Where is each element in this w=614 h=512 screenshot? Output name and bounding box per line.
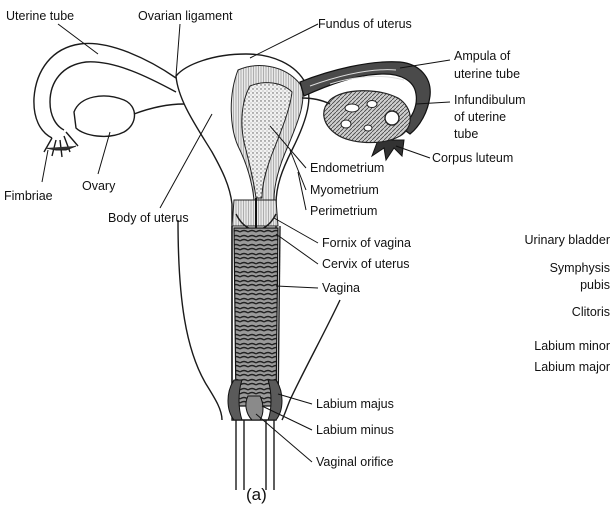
label-vagina: Vagina (322, 281, 360, 295)
side-symphysis-line2: pubis (580, 278, 610, 292)
left-ovary (74, 96, 135, 136)
side-symphysis-line1: Symphysis (550, 261, 610, 275)
right-fimbriae (372, 140, 404, 160)
label-body-of-uterus: Body of uterus (108, 211, 189, 225)
label-ampula-line1: Ampula of (454, 49, 511, 63)
side-clitoris: Clitoris (572, 305, 610, 319)
label-myometrium: Myometrium (310, 183, 379, 197)
vulva-outline (178, 220, 222, 420)
label-labium-minus: Labium minus (316, 423, 394, 437)
side-urinary-bladder: Urinary bladder (525, 233, 610, 247)
label-ovary: Ovary (82, 179, 116, 193)
label-infundibulum-line1: Infundibulum (454, 93, 526, 107)
labium-minus-shape (246, 396, 263, 420)
label-endometrium: Endometrium (310, 161, 384, 175)
left-uterine-tube-inner (50, 62, 176, 130)
side-labium-minor: Labium minor (534, 339, 610, 353)
vagina-wall (234, 228, 278, 406)
side-labium-major: Labium major (534, 360, 610, 374)
left-ovarian-ligament (134, 104, 184, 114)
follicle-1 (345, 104, 359, 112)
label-corpus-luteum: Corpus luteum (432, 151, 513, 165)
follicle-4 (364, 125, 372, 131)
label-uterine-tube: Uterine tube (6, 9, 74, 23)
label-vaginal-orifice: Vaginal orifice (316, 455, 394, 469)
label-ampula-line2: uterine tube (454, 67, 520, 81)
label-cervix-of-uterus: Cervix of uterus (322, 257, 410, 271)
follicle-3 (341, 120, 351, 128)
left-uterine-tube (34, 43, 176, 138)
label-fimbriae: Fimbriae (4, 189, 53, 203)
right-ovarian-ligament (302, 98, 330, 104)
label-infundibulum-line2: of uterine (454, 110, 506, 124)
label-fornix-of-vagina: Fornix of vagina (322, 236, 411, 250)
follicle-2 (367, 101, 377, 108)
label-infundibulum-line3: tube (454, 127, 478, 141)
figure-caption: (a) (246, 485, 267, 504)
side-label-list: Urinary bladder Symphysis pubis Clitoris… (525, 233, 610, 374)
corpus-luteum-body (385, 111, 399, 125)
label-labium-majus: Labium majus (316, 397, 394, 411)
label-ovarian-ligament: Ovarian ligament (138, 9, 233, 23)
label-perimetrium: Perimetrium (310, 204, 377, 218)
label-fundus-of-uterus: Fundus of uterus (318, 17, 412, 31)
